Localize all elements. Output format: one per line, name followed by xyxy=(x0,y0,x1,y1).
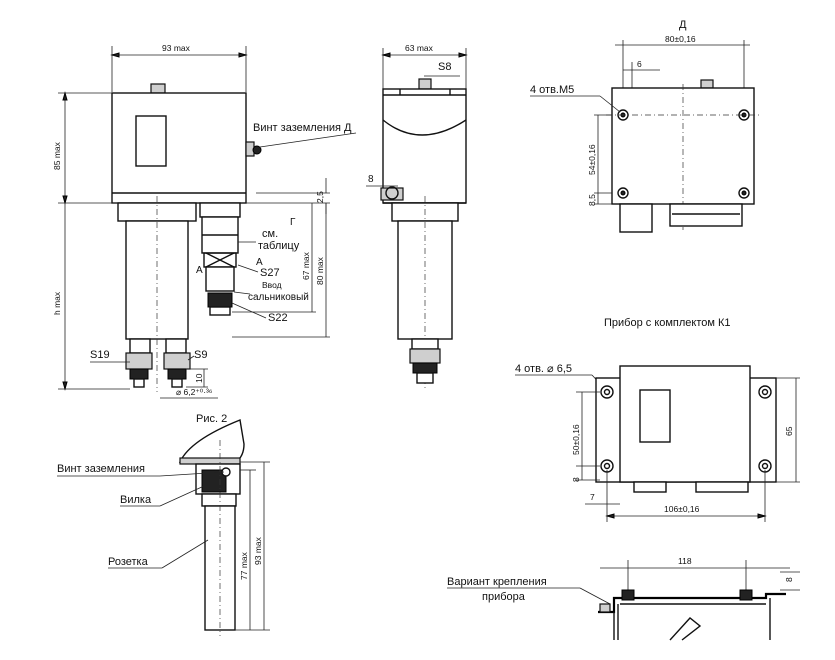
mounting-variant: Вариант крепления прибора 118 8 xyxy=(447,556,800,641)
dim-85-max-label: 85 max xyxy=(52,141,62,170)
gland-label-2: сальниковый xyxy=(248,292,309,303)
fig2-label: Рис. 2 xyxy=(196,413,227,425)
s27-label: S27 xyxy=(260,267,280,279)
dim-80-max-label: 80 max xyxy=(315,256,325,285)
dim-8-k-label: 8 xyxy=(571,477,581,482)
see-table-label-1: см. xyxy=(262,228,278,240)
dim-6-label: 6 xyxy=(637,59,642,69)
socket-label: Розетка xyxy=(108,556,149,568)
holes-6-5-label: 4 отв. ⌀ 6,5 xyxy=(515,363,572,375)
holes-m5-label: 4 отв.М5 xyxy=(530,84,574,96)
mount-label-2: прибора xyxy=(482,591,526,603)
dim-93-max-v-label: 93 max xyxy=(253,536,263,565)
dim-77-max-label: 77 max xyxy=(239,551,249,580)
see-table-label-2: таблицу xyxy=(258,240,300,252)
gland-label-1: Ввод xyxy=(262,280,282,290)
ground-screw-d-label: Винт заземления Д xyxy=(253,122,352,134)
kit-k1-view: Прибор с комплектом К1 4 отв. ⌀ 6,5 50±0… xyxy=(515,317,800,522)
view-d-label: Д xyxy=(679,19,687,31)
a-right-label: А xyxy=(256,257,263,268)
front-view: 93 max xyxy=(52,43,357,399)
dim-118-label: 118 xyxy=(678,556,692,566)
dim-93-max-label: 93 max xyxy=(162,43,191,53)
dim-50-label: 50±0,16 xyxy=(571,424,581,455)
side-view: 63 max S8 8 xyxy=(366,43,468,390)
dim-106-label: 106±0,16 xyxy=(664,504,700,514)
dim-8-label: 8 xyxy=(368,174,374,185)
s22-label: S22 xyxy=(268,312,288,324)
dim-7-label: 7 xyxy=(590,492,595,502)
dim-8-5-label: 8,5 xyxy=(587,194,597,206)
plug-label: Вилка xyxy=(120,494,152,506)
dim-2-5-label: 2,5 xyxy=(315,191,325,203)
view-d: Д 80±0,16 6 4 отв.М5 54±0,16 8,5 xyxy=(530,19,760,233)
a-left-label: А xyxy=(196,265,203,276)
dim-8-r-label: 8 xyxy=(784,577,794,582)
dim-6-2-label: ⌀ 6,2⁺⁰·³⁶ xyxy=(176,387,212,397)
dim-67-max-label: 67 max xyxy=(301,251,311,280)
h-max-label: h max xyxy=(52,291,62,315)
s8-label: S8 xyxy=(438,61,451,73)
dim-80-label: 80±0,16 xyxy=(665,34,696,44)
figure-2: Рис. 2 77 max 93 max Винт заземления Вил… xyxy=(57,413,270,636)
g-mark-label: Г xyxy=(290,217,296,228)
dim-63-max-label: 63 max xyxy=(405,43,434,53)
dim-54-label: 54±0,16 xyxy=(587,144,597,175)
ground-screw-label: Винт заземления xyxy=(57,463,145,475)
mount-label-1: Вариант крепления xyxy=(447,576,547,588)
s19-label: S19 xyxy=(90,349,110,361)
dim-65-label: 65 xyxy=(784,426,794,436)
dim-10-label: 10 xyxy=(194,373,204,383)
kit-title-label: Прибор с комплектом К1 xyxy=(604,317,731,329)
s9-label: S9 xyxy=(194,349,207,361)
